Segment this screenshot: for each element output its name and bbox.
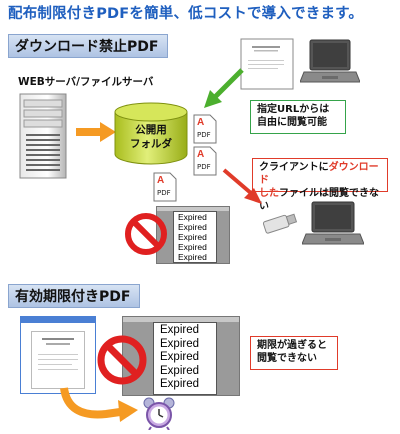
green-note-line2: 自由に閲覧可能 [257,117,327,128]
red-note-line1-b: ダウンロード [259,162,379,186]
headline: 配布制限付きPDFを簡単、低コストで導入できます。 [8,6,364,22]
alarm-clock-icon [143,397,175,430]
pdf-file-label: PDF [197,131,211,139]
red-note-line1-a: クライアントに [259,162,329,173]
expired-text: Expired [160,351,199,363]
expired-text: Expired [160,337,199,350]
red-note-line2-b: ファイルは閲覧できない [259,188,379,212]
expired-text: Expired [178,242,207,252]
arrow-green-icon [204,68,244,108]
red-note-download: クライアントにダウンロード したファイルは閲覧できない [252,158,388,212]
red-note-expiry-line2: 閲覧できない [257,353,317,364]
expired-page-1: Expired Expired Expired Expired Expired [173,211,217,263]
usb-stick-icon [262,213,298,234]
expired-text: Expired [178,212,207,222]
green-note-line1: 指定URLからは [257,104,330,115]
pdf-file-label: PDF [197,163,211,171]
red-note-expiry-line1: 期限が過ぎると [257,340,327,351]
svg-text:A: A [157,175,164,186]
expired-text: Expired [160,324,199,336]
section-title-expiry: 有効期限付きPDF [8,284,140,308]
server-label: WEBサーバ/ファイルサーバ [18,76,154,88]
pdf-file-icon: A [193,146,217,176]
expired-text: Expired [160,378,199,390]
arrow-right-icon [76,122,116,142]
expired-page-2: Expired Expired Expired Expired Expired [153,322,217,395]
pdf-file-label: PDF [157,189,171,197]
pdf-file-icon: A [193,114,217,144]
arrow-red-icon [222,168,262,204]
red-note-line2-a: した [259,188,279,199]
server-icon [19,93,67,179]
svg-text:A: A [197,149,204,160]
laptop-client-icon [302,201,364,245]
prohibited-icon [97,335,147,385]
expired-text: Expired [178,222,207,232]
folder-cylinder-icon [114,102,188,165]
folder-label-line2: フォルダ [130,138,172,150]
expired-text: Expired [178,252,207,262]
section-title-download-prohibited: ダウンロード禁止PDF [8,34,168,58]
green-note: 指定URLからは 自由に閲覧可能 [250,100,346,134]
expired-text: Expired [178,232,207,242]
svg-text:A: A [197,117,204,128]
arrow-curved-icon [60,387,138,422]
laptop-icon [300,39,360,83]
pdf-file-icon: A [153,172,177,202]
prohibited-icon [125,213,167,255]
document-preview-icon [240,38,294,90]
expired-viewer-window-1: Expired Expired Expired Expired Expired [156,206,230,264]
folder-label-line1: 公開用 [135,124,167,136]
document-preview [20,316,96,394]
expired-text: Expired [160,364,199,377]
red-note-expiry: 期限が過ぎると 閲覧できない [250,336,338,370]
